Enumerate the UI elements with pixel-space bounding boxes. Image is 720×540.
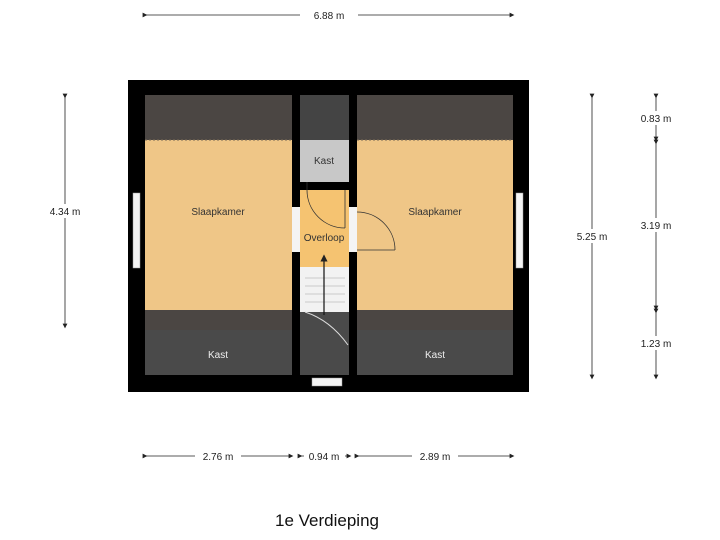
attic-slope-right	[357, 95, 513, 140]
dimension-left	[40, 93, 90, 329]
bedroom-right	[357, 140, 513, 310]
stair-steps	[305, 277, 345, 303]
door-right-opening	[349, 207, 357, 252]
dimension-right-label: 5.25 m	[577, 232, 608, 243]
bedroom-left	[145, 140, 292, 310]
door-swing-landing	[306, 182, 346, 229]
attic-low-right	[357, 310, 513, 330]
plan-title: 1e Verdieping	[275, 511, 379, 530]
dimension-top	[142, 8, 515, 22]
attic-slope-left	[145, 95, 292, 140]
dimension-bottom-left-label: 2.76 m	[203, 452, 234, 463]
room-label-bedroom-right: Slaapkamer	[408, 207, 462, 218]
room-label-bedroom-left: Slaapkamer	[191, 207, 245, 218]
dimension-top-label: 6.88 m	[314, 11, 345, 22]
closet-bottom-right	[357, 330, 513, 375]
closet-bottom-left	[145, 330, 292, 375]
dimension-left-label: 4.34 m	[50, 207, 81, 218]
room-label-closet-top: Kast	[314, 156, 334, 167]
closet-top	[300, 140, 349, 182]
window-right	[515, 192, 524, 269]
landing-floor	[300, 190, 349, 267]
window-left	[132, 192, 141, 269]
dimension-right	[568, 93, 618, 380]
dimension-right-segments	[632, 93, 682, 380]
stair-lower	[300, 312, 349, 375]
dimension-bottom-right-label: 2.89 m	[420, 452, 451, 463]
dimension-right-top-label: 0.83 m	[641, 114, 672, 125]
dimension-bottom	[142, 449, 515, 463]
dimension-right-middle-label: 3.19 m	[641, 221, 672, 232]
dimension-right-bottom-label: 1.23 m	[641, 339, 672, 350]
room-label-closet-bottom-left: Kast	[208, 350, 228, 361]
attic-low-left	[145, 310, 292, 330]
dimension-bottom-middle-label: 0.94 m	[309, 452, 340, 463]
room-label-closet-bottom-right: Kast	[425, 350, 445, 361]
room-label-landing: Overloop	[304, 233, 345, 244]
door-left-opening	[292, 207, 300, 252]
door-swing-right	[356, 211, 396, 251]
window-bottom	[311, 377, 343, 387]
middle-slope	[300, 95, 349, 140]
stair-turn	[304, 311, 349, 346]
